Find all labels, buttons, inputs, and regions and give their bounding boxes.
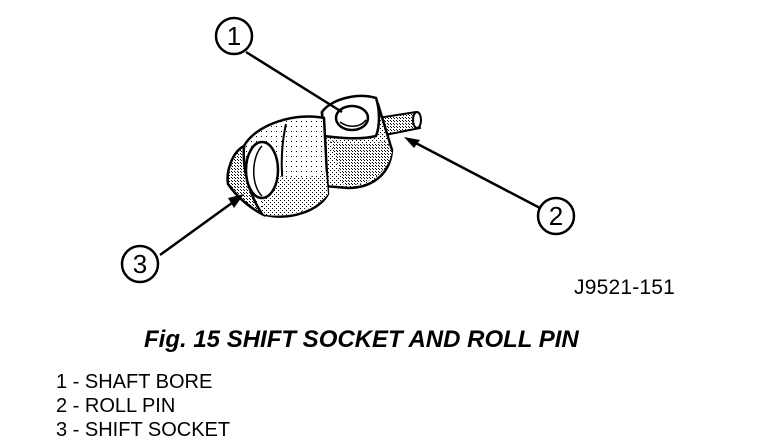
figure-caption: Fig. 15 SHIFT SOCKET AND ROLL PIN [144,326,579,353]
svg-text:1: 1 [227,21,241,51]
shaft-bore [334,104,370,132]
legend-item-shaft-bore: 1 - SHAFT BORE [56,371,213,393]
arrowhead-2 [404,137,420,148]
leader-line-2 [409,138,541,210]
drawing-id: J9521-151 [574,276,676,299]
callout-1: 1 [214,16,254,56]
legend-item-shift-socket: 3 - SHIFT SOCKET [56,419,231,441]
leader-line-3 [159,198,237,257]
svg-text:3: 3 [133,249,147,279]
legend-item-roll-pin: 2 - ROLL PIN [56,395,176,417]
svg-text:2: 2 [549,201,563,231]
callout-3: 3 [120,244,160,284]
arrowhead-3 [228,194,244,208]
legend: 1 - SHAFT BORE 2 - ROLL PIN 3 - SHIFT SO… [56,370,230,442]
callout-2: 2 [536,196,576,236]
shift-socket-diagram: 1 2 3 [120,16,576,284]
leader-line-1 [245,50,343,114]
